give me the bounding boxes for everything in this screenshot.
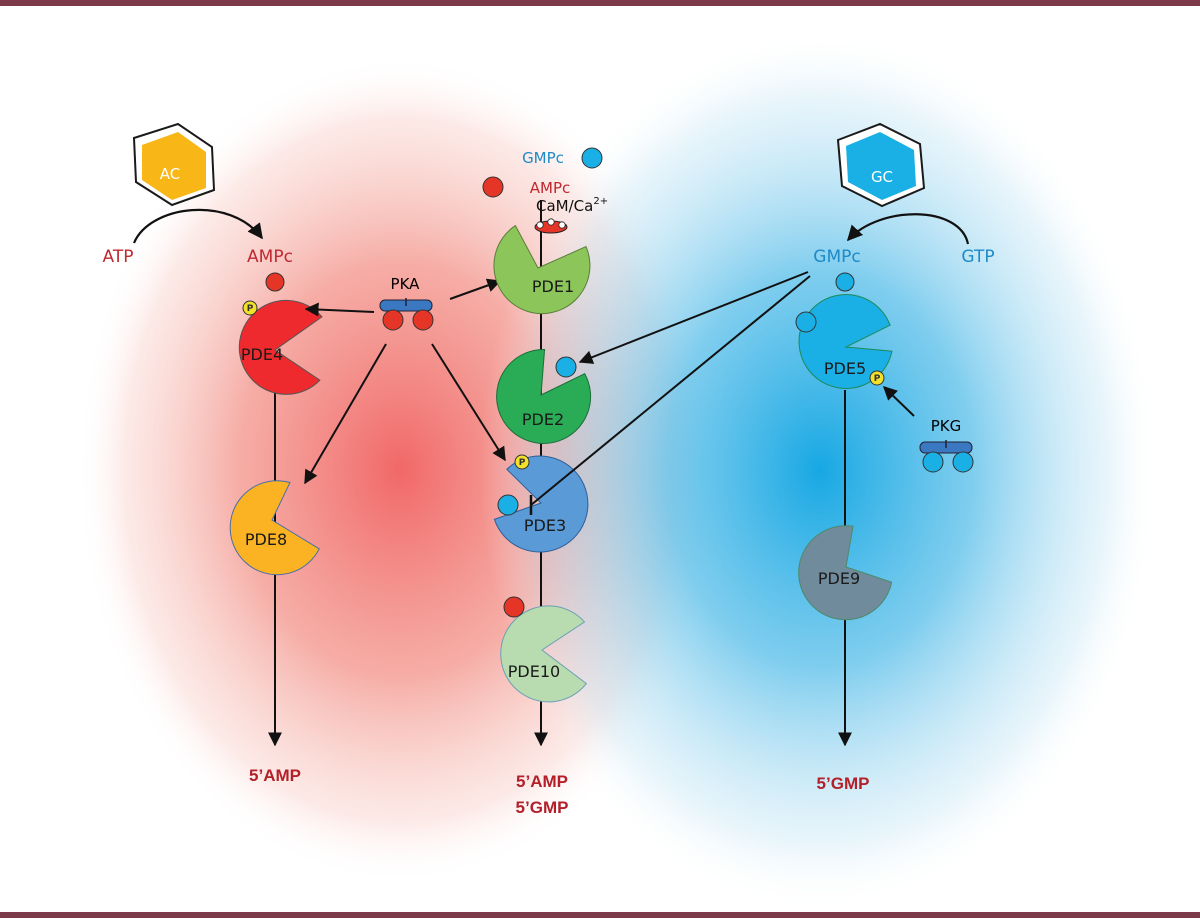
phospho-pde3: P bbox=[514, 454, 530, 470]
pde4-enzyme: PDE4 bbox=[238, 299, 323, 395]
pka-to-pde8-arrow bbox=[304, 343, 387, 485]
cgmp-dot-right bbox=[835, 272, 855, 292]
pka-label: PKA bbox=[391, 275, 421, 293]
gmpc-legend-label: GMPc bbox=[522, 149, 564, 167]
gtp-to-gmpc-arrow bbox=[846, 213, 970, 245]
cgmp-dot-pde2 bbox=[555, 356, 577, 378]
phospho-pde3-label: P bbox=[519, 458, 526, 468]
phospho-pde4: P bbox=[242, 300, 258, 316]
pde1-label: PDE1 bbox=[532, 277, 574, 296]
phospho-pde4-label: P bbox=[247, 304, 254, 314]
pde10-enzyme: PDE10 bbox=[500, 605, 588, 703]
pde4-label: PDE4 bbox=[241, 345, 283, 364]
gmpc-to-pde3-inhibit-line bbox=[530, 275, 811, 506]
ac-label: AC bbox=[160, 165, 180, 183]
pde9-label: PDE9 bbox=[818, 569, 860, 588]
cgmp-dot-pde5 bbox=[795, 311, 817, 333]
pde10-label: PDE10 bbox=[508, 662, 560, 681]
gc-label: GC bbox=[871, 168, 893, 186]
pde5-label: PDE5 bbox=[824, 359, 866, 378]
pde1-enzyme: PDE1 bbox=[493, 224, 591, 315]
hexagon-gc-icon: GC bbox=[836, 122, 926, 208]
cgmp-dot-pde3 bbox=[497, 494, 519, 516]
camp-legend-dot bbox=[482, 176, 504, 198]
cam-ca-label: CaM/Ca2+ bbox=[536, 196, 608, 215]
cam-ca-superscript: 2+ bbox=[593, 196, 608, 207]
atp-label: ATP bbox=[103, 247, 134, 267]
pka-to-pde4-arrow bbox=[304, 302, 375, 317]
pka-to-pde3-arrow bbox=[431, 343, 506, 462]
pkg-to-pde5-arrow bbox=[882, 386, 915, 417]
pkg-icon bbox=[919, 440, 974, 473]
gmpc-right-label: GMPc bbox=[813, 247, 860, 267]
pde9-enzyme: PDE9 bbox=[798, 525, 893, 621]
gtp-label: GTP bbox=[961, 247, 994, 267]
cgmp-legend-dot bbox=[581, 147, 603, 169]
phospho-pde5-label: P bbox=[874, 374, 881, 384]
pde3-enzyme: PDE3 bbox=[493, 455, 589, 553]
product-5gmp-center: 5’GMP bbox=[516, 798, 569, 817]
pka-to-pde1-arrow bbox=[449, 278, 502, 300]
ampc-legend-label: AMPc bbox=[530, 179, 571, 197]
ampc-left-label: AMPc bbox=[247, 247, 293, 267]
gmpc-to-pde2-arrow bbox=[578, 271, 809, 364]
pde8-enzyme: PDE8 bbox=[229, 480, 320, 576]
top-border bbox=[0, 0, 1200, 6]
product-5amp-center: 5’AMP bbox=[516, 772, 568, 791]
phospho-pde5: P bbox=[869, 370, 885, 386]
pde3-label: PDE3 bbox=[524, 516, 566, 535]
product-5amp-left: 5’AMP bbox=[249, 766, 301, 785]
pde2-label: PDE2 bbox=[522, 410, 564, 429]
product-5gmp-right: 5’GMP bbox=[817, 774, 870, 793]
cam-complex-icon bbox=[534, 218, 568, 234]
pde8-label: PDE8 bbox=[245, 530, 287, 549]
hexagon-ac-icon: AC bbox=[132, 122, 216, 207]
atp-to-ampc-arrow bbox=[132, 208, 263, 244]
pde2-enzyme: PDE2 bbox=[496, 348, 592, 444]
camp-dot-left bbox=[265, 272, 285, 292]
pkg-label: PKG bbox=[931, 417, 962, 435]
camp-dot-pde10 bbox=[503, 596, 525, 618]
bottom-border bbox=[0, 912, 1200, 918]
pka-icon bbox=[379, 298, 434, 331]
cam-ca-base: CaM/Ca bbox=[536, 197, 593, 215]
